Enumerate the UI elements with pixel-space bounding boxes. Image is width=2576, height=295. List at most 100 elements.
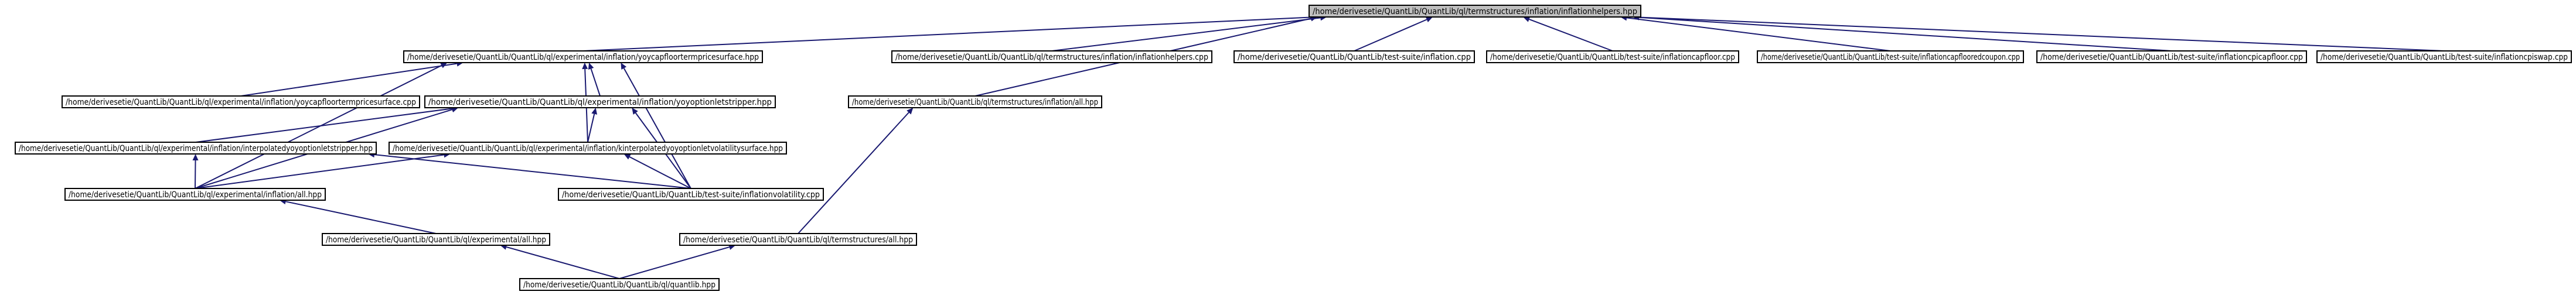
node-box (403, 50, 763, 63)
arrowhead (440, 63, 448, 68)
arrowhead (591, 108, 598, 115)
edge-line (195, 65, 442, 189)
edge-kinterp-to-stripper (587, 108, 598, 143)
edge-stripper-to-yoyexp (588, 63, 601, 97)
edge-line (619, 246, 730, 279)
edge-interpstripper-to-stripper (195, 105, 459, 143)
node-layer: /home/derivesetie/QuantLib/QuantLib/ql/t… (15, 5, 2572, 291)
edge-line (629, 156, 691, 189)
node-box (848, 95, 1102, 108)
node-label: /home/derivesetie/QuantLib/QuantLib/ql/t… (683, 235, 913, 245)
edge-line (374, 154, 691, 189)
node-label: /home/derivesetie/QuantLib/QuantLib/test… (562, 190, 820, 200)
node-kinterp[interactable]: /home/derivesetie/QuantLib/QuantLib/ql/e… (389, 142, 787, 155)
edge-ihcpp-to-root (1051, 15, 1327, 52)
edge-line (195, 108, 452, 143)
edge-line (587, 114, 595, 143)
node-tsinf[interactable]: /home/derivesetie/QuantLib/QuantLib/test… (1234, 50, 1475, 63)
edge-line (240, 63, 457, 97)
node-label: /home/derivesetie/QuantLib/QuantLib/ql/e… (19, 144, 373, 153)
node-box (558, 188, 824, 201)
node-yoycpp[interactable]: /home/derivesetie/QuantLib/QuantLib/ql/e… (62, 95, 420, 108)
node-tsall[interactable]: /home/derivesetie/QuantLib/QuantLib/ql/t… (848, 95, 1102, 108)
edge-line (582, 16, 1311, 52)
node-label: /home/derivesetie/QuantLib/QuantLib/ql/e… (69, 190, 322, 200)
edge-tsvol-to-interpstripper (368, 152, 691, 189)
node-box (891, 50, 1212, 63)
edge-termall-to-tsall (798, 108, 914, 234)
node-ihcpp[interactable]: /home/derivesetie/QuantLib/QuantLib/ql/t… (891, 50, 1212, 63)
edge-tsinf-to-root (1354, 16, 1433, 52)
node-box (322, 233, 550, 246)
node-yoyexp[interactable]: /home/derivesetie/QuantLib/QuantLib/ql/e… (403, 50, 763, 63)
node-box (1757, 50, 2024, 63)
node-label: /home/derivesetie/QuantLib/QuantLib/test… (1490, 53, 1735, 62)
node-tscfcoupon[interactable]: /home/derivesetie/QuantLib/QuantLib/test… (1757, 50, 2024, 63)
arrowhead (621, 63, 627, 70)
edge-line (1626, 17, 1891, 52)
node-label: /home/derivesetie/QuantLib/QuantLib/ql/q… (523, 280, 715, 290)
edge-line (1529, 18, 1613, 52)
node-box (64, 188, 326, 201)
node-label: /home/derivesetie/QuantLib/QuantLib/ql/e… (407, 53, 759, 62)
node-label: /home/derivesetie/QuantLib/QuantLib/ql/e… (326, 235, 546, 245)
edge-line (1354, 19, 1427, 52)
node-tscpiswap[interactable]: /home/derivesetie/QuantLib/QuantLib/test… (2316, 50, 2572, 63)
node-box (389, 142, 787, 155)
node-interpstripper[interactable]: /home/derivesetie/QuantLib/QuantLib/ql/e… (15, 142, 377, 155)
node-label: /home/derivesetie/QuantLib/QuantLib/test… (1761, 53, 2020, 62)
edge-expinfall-to-kinterp (195, 152, 451, 189)
node-termall[interactable]: /home/derivesetie/QuantLib/QuantLib/ql/t… (679, 233, 917, 246)
edge-tscpiswap-to-root (1633, 14, 2445, 52)
edge-yoycpp-to-yoyexp (240, 60, 464, 97)
arrowhead (588, 63, 594, 70)
edge-layer (192, 14, 2445, 279)
node-tscpicapfloor[interactable]: /home/derivesetie/QuantLib/QuantLib/test… (2036, 50, 2307, 63)
edge-tscapfloor-to-root (1523, 16, 1613, 52)
edge-expinfall-to-yoyexp (195, 63, 448, 189)
node-label: /home/derivesetie/QuantLib/QuantLib/ql/e… (393, 144, 783, 153)
node-expinfall[interactable]: /home/derivesetie/QuantLib/QuantLib/ql/e… (64, 188, 326, 201)
edge-line (798, 112, 909, 234)
edge-tsvol-to-yoyexp (621, 63, 691, 189)
edge-line (1638, 16, 2172, 52)
arrowhead (1523, 16, 1531, 22)
edge-line (506, 246, 620, 279)
edge-expall-to-expinfall (279, 198, 437, 234)
arrowhead (192, 154, 199, 161)
node-label: /home/derivesetie/QuantLib/QuantLib/ql/t… (1313, 7, 1637, 16)
edge-tscfcoupon-to-root (1620, 15, 1891, 52)
node-label: /home/derivesetie/QuantLib/QuantLib/ql/t… (895, 53, 1208, 62)
node-box (62, 95, 420, 108)
node-box (1486, 50, 1739, 63)
node-box (424, 95, 776, 108)
arrowhead (582, 63, 588, 70)
node-tsvol[interactable]: /home/derivesetie/QuantLib/QuantLib/test… (558, 188, 824, 201)
node-label: /home/derivesetie/QuantLib/QuantLib/test… (1238, 53, 1471, 62)
arrowhead (1425, 16, 1433, 22)
arrowhead (907, 108, 914, 115)
edge-yoyexp-to-root (582, 14, 1317, 52)
node-label: /home/derivesetie/QuantLib/QuantLib/test… (2321, 53, 2568, 62)
node-tscapfloor[interactable]: /home/derivesetie/QuantLib/QuantLib/test… (1486, 50, 1739, 63)
edge-tsvol-to-kinterp (623, 154, 691, 189)
node-box (1234, 50, 1475, 63)
node-box (679, 233, 917, 246)
edge-line (285, 201, 437, 234)
node-box (15, 142, 377, 155)
node-label: /home/derivesetie/QuantLib/QuantLib/ql/t… (852, 98, 1098, 107)
edge-quantlib-to-termall (619, 244, 736, 279)
node-expall[interactable]: /home/derivesetie/QuantLib/QuantLib/ql/e… (322, 233, 550, 246)
edge-line (1638, 16, 2445, 52)
node-stripper[interactable]: /home/derivesetie/QuantLib/QuantLib/ql/e… (424, 95, 776, 108)
node-root[interactable]: /home/derivesetie/QuantLib/QuantLib/ql/t… (1309, 5, 1641, 18)
edge-quantlib-to-expall (500, 244, 620, 279)
node-box (2036, 50, 2307, 63)
node-box (2316, 50, 2572, 63)
edge-line (590, 68, 601, 97)
edge-line (1051, 17, 1321, 52)
arrowhead (623, 154, 631, 160)
edge-line (195, 160, 196, 189)
node-quantlib[interactable]: /home/derivesetie/QuantLib/QuantLib/ql/q… (519, 278, 720, 291)
